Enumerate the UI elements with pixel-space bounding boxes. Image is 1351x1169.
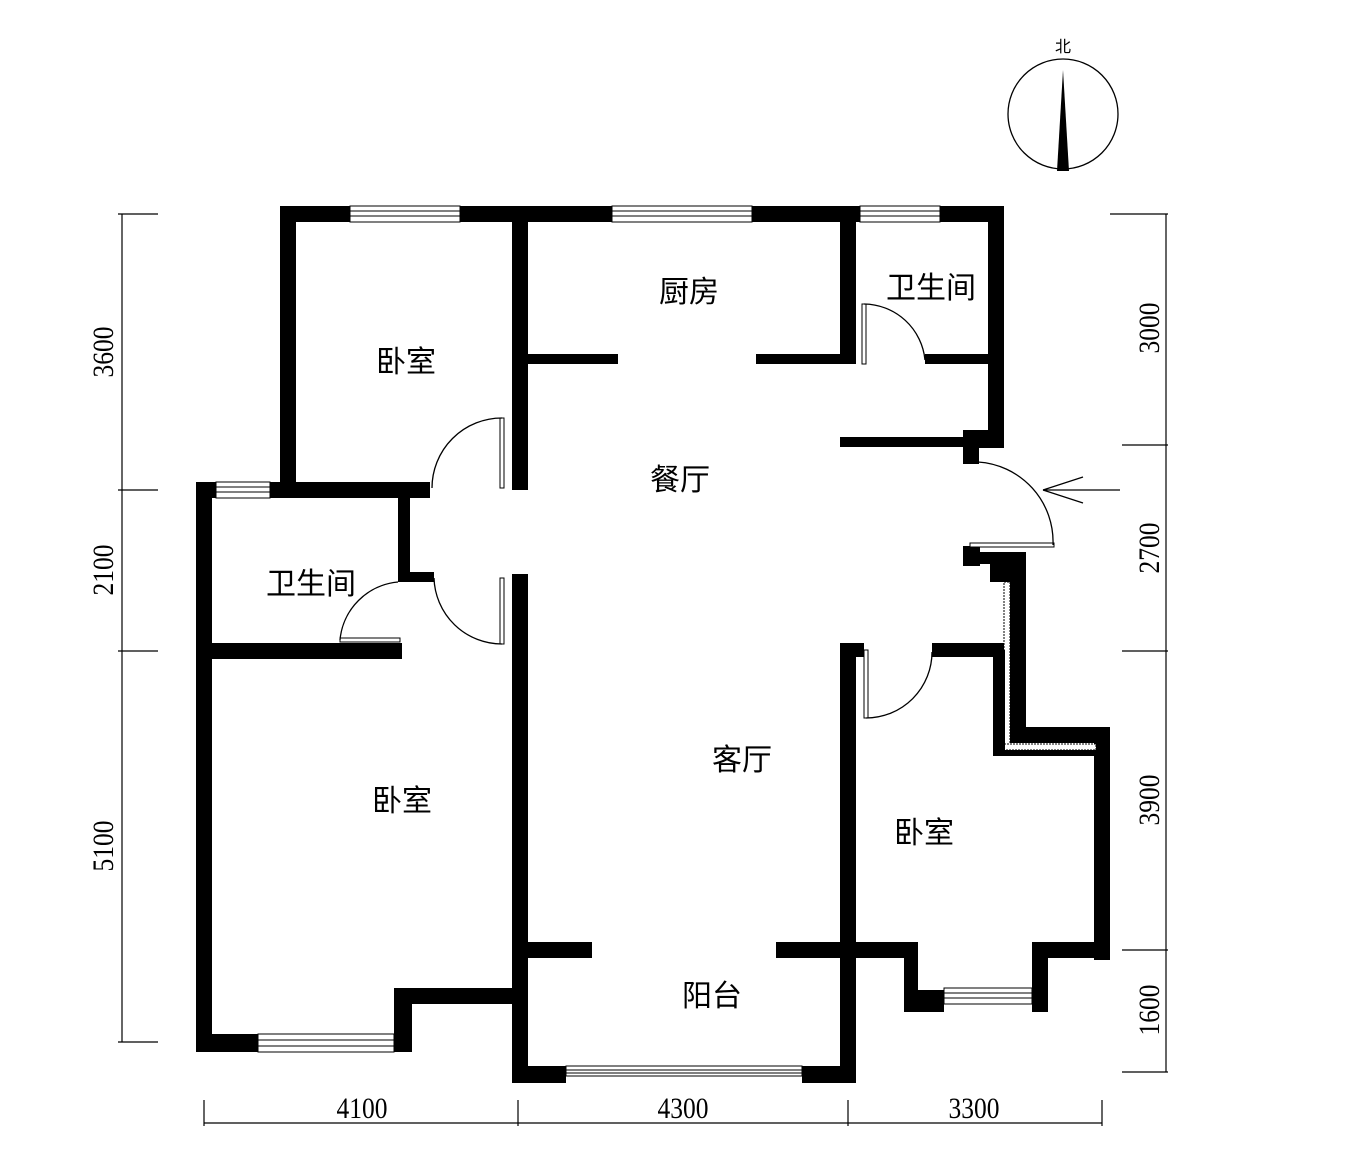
- door-entry: [969, 461, 1055, 548]
- door-nw-bedroom: [431, 417, 505, 489]
- room-label-bedroom-nw: 卧室: [376, 345, 436, 380]
- room-label-dining: 餐厅: [650, 463, 710, 498]
- room-label-bathroom-w: 卫生间: [266, 567, 356, 602]
- dim-right-2: 2700: [1133, 522, 1166, 574]
- window-se-bedroom: [943, 987, 1033, 1005]
- dim-bottom-1: 4100: [336, 1092, 388, 1125]
- room-label-living: 客厅: [712, 743, 772, 778]
- window-ne-bathroom: [859, 205, 941, 223]
- door-sw-bedroom: [433, 577, 505, 645]
- door-w-bathroom: [339, 581, 401, 643]
- dim-right-1: 3000: [1133, 302, 1166, 354]
- dim-bottom-2: 4300: [657, 1092, 709, 1125]
- door-se-bedroom: [863, 649, 933, 719]
- door-ne-bathroom: [861, 303, 926, 365]
- north-label: 北: [1055, 37, 1072, 56]
- dim-bottom-3: 3300: [948, 1092, 1000, 1125]
- window-sw-bedroom: [257, 1033, 395, 1053]
- room-label-bathroom-ne: 卫生间: [886, 271, 976, 306]
- window-nw-bedroom: [349, 205, 461, 223]
- dim-left-1: 3600: [87, 326, 120, 378]
- room-label-bedroom-sw: 卧室: [372, 784, 432, 819]
- dimension-lines-right: [1110, 213, 1168, 1073]
- dim-left-2: 2100: [87, 544, 120, 596]
- windows: [215, 205, 1033, 1077]
- window-w-bathroom: [215, 481, 271, 499]
- dimension-lines-left: [118, 213, 158, 1043]
- dim-right-4: 1600: [1133, 984, 1166, 1036]
- doors: [339, 303, 1055, 719]
- room-label-bedroom-se: 卧室: [894, 816, 954, 851]
- window-kitchen: [611, 205, 753, 223]
- dim-left-3: 5100: [87, 820, 120, 872]
- room-label-kitchen: 厨房: [659, 275, 719, 310]
- walls: [196, 206, 1110, 1083]
- room-label-balcony: 阳台: [682, 979, 742, 1014]
- window-balcony: [565, 1065, 803, 1077]
- north-compass-icon: [1007, 58, 1119, 171]
- dimension-lines-bottom: [203, 1100, 1103, 1126]
- dim-right-3: 3900: [1133, 774, 1166, 826]
- entrance-arrow-icon: [1042, 476, 1120, 504]
